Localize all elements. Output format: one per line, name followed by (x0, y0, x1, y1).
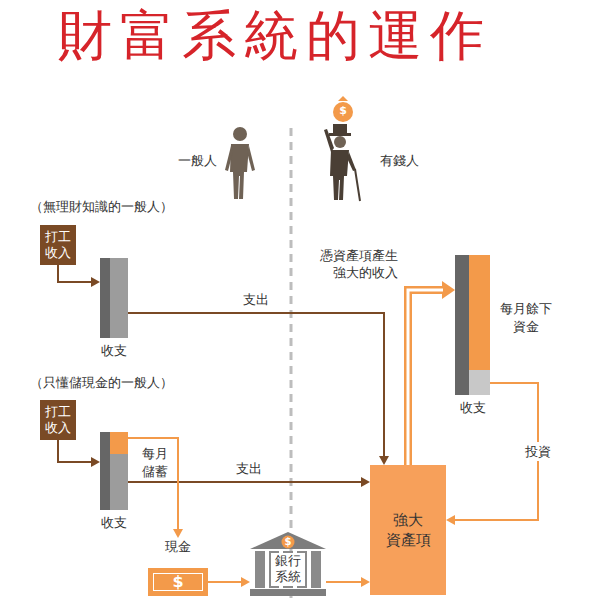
currency-sign: $ (337, 104, 349, 119)
note-label: （只懂儲現金的一般人） (30, 374, 230, 392)
cash-icon: 現金 $ (148, 538, 208, 596)
asset-box: 強大 資產項 (370, 465, 446, 595)
bar-segment (100, 258, 110, 338)
note-label: 有錢人 (380, 152, 430, 170)
bar-segment (110, 258, 128, 338)
divider-line (290, 128, 293, 602)
budget-bar: 收支 (455, 255, 490, 395)
bar-segment (455, 255, 469, 395)
bar-segment (110, 432, 128, 454)
currency-sign: $ (172, 571, 183, 593)
bar-segment (100, 432, 110, 510)
note-label: （無理財知識的一般人） (30, 198, 230, 216)
bar-segment (469, 370, 490, 395)
income-box: 打工 收入 (40, 225, 76, 265)
cash-caption: 現金 (148, 538, 208, 556)
person-figure (225, 127, 255, 199)
budget-bar: 收支 (100, 258, 128, 338)
currency-sign: $ (281, 534, 295, 550)
banknote: $ (148, 568, 208, 596)
bank-icon: $ 銀行 系統 (250, 532, 326, 596)
asset-text: 強大 資產項 (384, 510, 432, 551)
bar-segment (469, 255, 490, 370)
connector (58, 440, 100, 467)
bank-text: 銀行 系統 (271, 553, 305, 586)
note-label: 每月餘下 資金 (497, 300, 555, 335)
connector (408, 281, 455, 465)
bar-caption: 收支 (101, 342, 127, 360)
edge-label: 支出 (243, 291, 269, 309)
rich-person-figure (324, 96, 360, 201)
connector (326, 577, 370, 587)
connector (58, 265, 100, 287)
box-text: 打工 收入 (44, 404, 72, 435)
budget-bar: 收支 (100, 432, 128, 510)
box-text: 打工 收入 (44, 229, 72, 260)
bar-segment (110, 454, 128, 510)
connector (208, 577, 250, 587)
note-label: 每月 儲蓄 (140, 445, 170, 480)
connector (128, 438, 183, 538)
edge-label: 支出 (236, 460, 262, 478)
bar-caption: 收支 (101, 514, 127, 532)
note-label: 一般人 (178, 152, 228, 170)
edge-label: 憑資產項產生 強大的收入 (314, 247, 398, 282)
income-box: 打工 收入 (40, 400, 76, 440)
title-text: 財富系統的運作 (58, 4, 492, 69)
edge-label: 投資 (523, 442, 553, 462)
bar-caption: 收支 (460, 399, 486, 417)
